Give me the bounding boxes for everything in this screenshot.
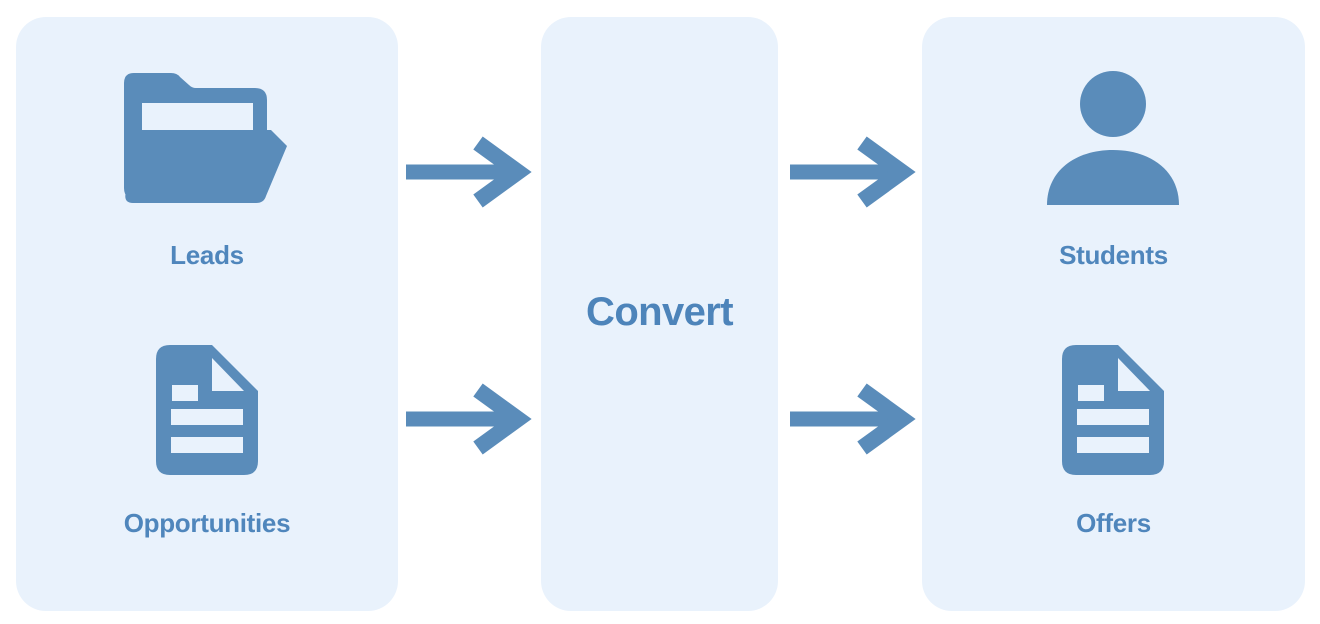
offers-label: Offers [1076,508,1151,538]
arrow-right-icon [406,382,532,456]
opportunities-label: Opportunities [123,508,291,538]
person-icon [1047,71,1179,205]
convert-panel: Convert [541,17,778,611]
arrow-right-icon [790,135,916,209]
arrow-right-icon [406,135,532,209]
sources-panel: Leads Opportunities [16,17,398,611]
document-icon [156,345,258,475]
leads-label: Leads [170,240,244,270]
convert-title: Convert [586,290,734,334]
arrow-right-icon [790,382,916,456]
folder-icon [124,73,288,203]
results-panel: Students Offers [922,17,1305,611]
students-label: Students [1059,240,1168,270]
document-icon [1062,345,1164,475]
